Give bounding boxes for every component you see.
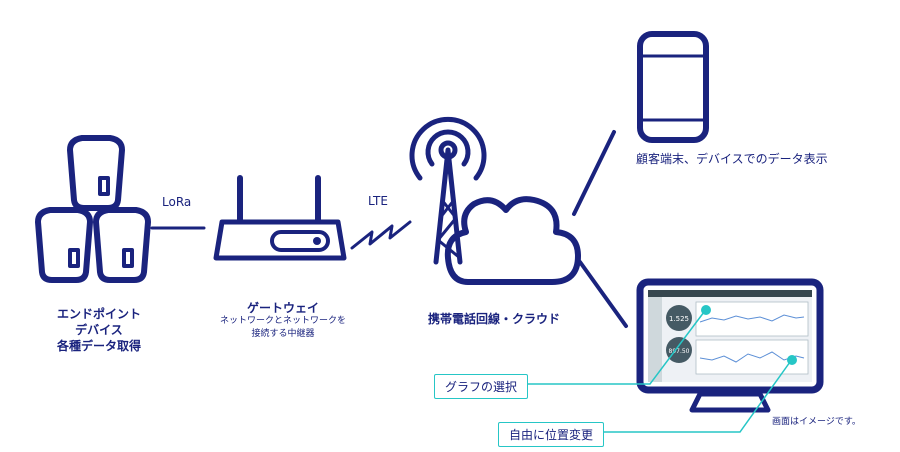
gateway-router-icon (213, 175, 347, 261)
reposition-connector (602, 361, 791, 433)
free-position-callout: 自由に位置変更 (498, 422, 605, 447)
smartphone-icon (637, 31, 709, 143)
endpoint-line-3: 各種データ取得 (56, 339, 141, 353)
gateway-sub-1: ネットワークとネットワークを (219, 316, 346, 326)
dashboard-screen: 1.525 897.50 (648, 290, 812, 382)
link-to-monitor-line (578, 260, 628, 328)
lora-label: LoRa (162, 195, 192, 209)
link-to-mobile-line (572, 130, 616, 216)
gauge-2 (666, 337, 692, 363)
endpoint-devices-icon (35, 135, 151, 283)
lte-link-line (350, 220, 412, 250)
gateway-label: ゲートウェイ ネットワークとネットワークを 接続する中継器 (218, 302, 348, 341)
gauge-1-value: 1.525 (669, 315, 689, 323)
gauge-1 (666, 305, 692, 331)
cell-tower-icon (409, 116, 487, 265)
gateway-title: ゲートウェイ (246, 301, 319, 315)
cloud-label: 携帯電話回線・クラウド (428, 312, 561, 326)
monitor-icon (636, 278, 824, 413)
graph-select-callout: グラフの選択 (434, 374, 529, 399)
gauge-2-value: 897.50 (669, 348, 690, 355)
lte-label: LTE (368, 194, 388, 208)
graph-select-connector (520, 311, 705, 385)
endpoint-line-2: デバイス (75, 323, 123, 337)
cloud-icon (444, 196, 581, 285)
endpoint-label: エンドポイント デバイス 各種データ取得 (44, 306, 154, 354)
mobile-label: 顧客端末、デバイスでのデータ表示 (636, 152, 828, 166)
monitor-note: 画面はイメージです。 (772, 417, 861, 427)
gateway-sub-2: 接続する中継器 (251, 329, 315, 339)
endpoint-line-1: エンドポイント (56, 307, 141, 321)
